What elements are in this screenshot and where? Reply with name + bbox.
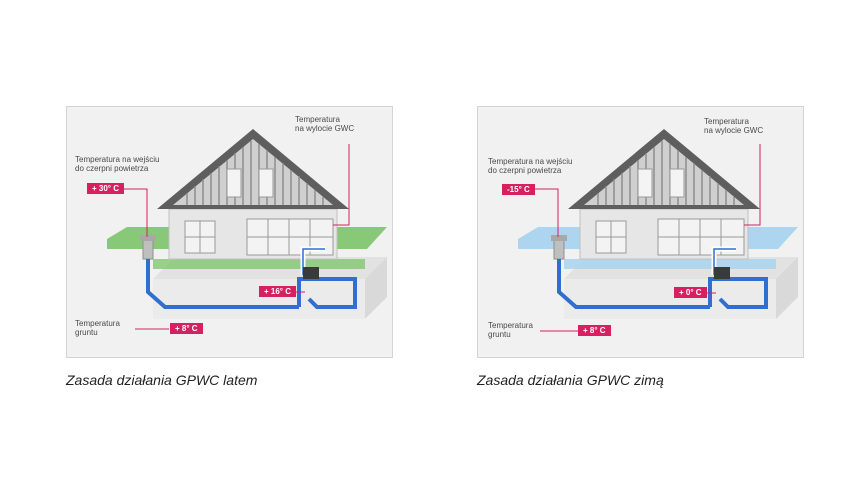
winter-inlet-label-line2: do czerpni powietrza bbox=[488, 166, 562, 175]
summer-inlet-temp-badge: + 30° C bbox=[87, 183, 124, 194]
winter-outlet-label-line1: Temperatura bbox=[704, 117, 749, 126]
winter-house-illustration bbox=[518, 129, 798, 332]
winter-caption: Zasada działania GPWC zimą bbox=[477, 372, 664, 388]
summer-inlet-label-line1: Temperatura na wejściu bbox=[75, 155, 160, 164]
winter-diagram-panel: Temperatura na wejściu do czerpni powiet… bbox=[477, 106, 804, 358]
summer-ground-label-line2: gruntu bbox=[75, 328, 98, 337]
summer-ground-label-line1: Temperatura bbox=[75, 319, 120, 328]
summer-ground-label: Temperatura gruntu bbox=[75, 319, 120, 337]
summer-caption: Zasada działania GPWC latem bbox=[66, 372, 258, 388]
winter-ground-label: Temperatura gruntu bbox=[488, 321, 533, 339]
summer-outlet-label-line1: Temperatura bbox=[295, 115, 340, 124]
summer-house-illustration bbox=[107, 129, 387, 330]
winter-outlet-temp-badge: + 0° C bbox=[674, 287, 707, 298]
winter-outlet-label: Temperatura na wylocie GWC bbox=[704, 117, 763, 135]
winter-outlet-label-line2: na wylocie GWC bbox=[704, 126, 764, 135]
winter-ground-temp-badge: + 8° C bbox=[578, 325, 611, 336]
summer-inlet-label: Temperatura na wejściu do czerpni powiet… bbox=[75, 155, 159, 173]
winter-inlet-temp-badge: -15° C bbox=[502, 184, 535, 195]
winter-ground-label-line1: Temperatura bbox=[488, 321, 533, 330]
summer-inlet-label-line2: do czerpni powietrza bbox=[75, 164, 149, 173]
summer-ground-temp-badge: + 8° C bbox=[170, 323, 203, 334]
summer-outlet-label: Temperatura na wylocie GWC bbox=[295, 115, 354, 133]
winter-ground-label-line2: gruntu bbox=[488, 330, 511, 339]
summer-outlet-label-line2: na wylocie GWC bbox=[295, 124, 355, 133]
winter-inlet-label-line1: Temperatura na wejściu bbox=[488, 157, 573, 166]
summer-outlet-temp-badge: + 16° C bbox=[259, 286, 296, 297]
winter-inlet-label: Temperatura na wejściu do czerpni powiet… bbox=[488, 157, 572, 175]
summer-diagram-panel: Temperatura na wejściu do czerpni powiet… bbox=[66, 106, 393, 358]
